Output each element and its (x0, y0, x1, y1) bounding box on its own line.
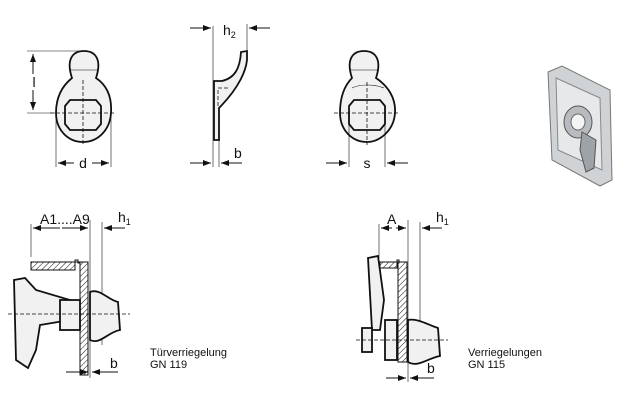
gn119-caption-title: Türverriegelung (150, 347, 227, 359)
gn115-dim-a-label: A (387, 211, 397, 227)
cam-front-view: l d (27, 50, 116, 171)
gn115-caption-title: Verriegelungen (468, 347, 542, 359)
dim-d-label: d (79, 155, 87, 171)
cam-back-view: s (326, 50, 408, 171)
gn115-dim-h1-label: h1 (436, 209, 449, 227)
gn119-dim-h1-label: h1 (118, 209, 131, 227)
gn115-section-view: A h1 b Verriegelungen GN 115 (356, 209, 542, 382)
gn119-section-view: A1....A9 h1 b Türverriegelung GN 119 (8, 209, 227, 378)
dim-l-label: l (32, 74, 35, 90)
dim-h2-label: h2 (223, 22, 236, 40)
gn115-dim-b-label: b (427, 360, 435, 376)
gn119-dim-b-label: b (110, 355, 118, 371)
gn119-dim-a-label: A1....A9 (40, 211, 90, 227)
gn119-caption-code: GN 119 (150, 359, 187, 371)
dim-s-label: s (364, 155, 371, 171)
gn115-caption-code: GN 115 (468, 359, 505, 371)
product-3d-image (547, 65, 613, 187)
dim-b-label: b (234, 145, 242, 161)
cam-side-view: h2 b (190, 22, 270, 167)
